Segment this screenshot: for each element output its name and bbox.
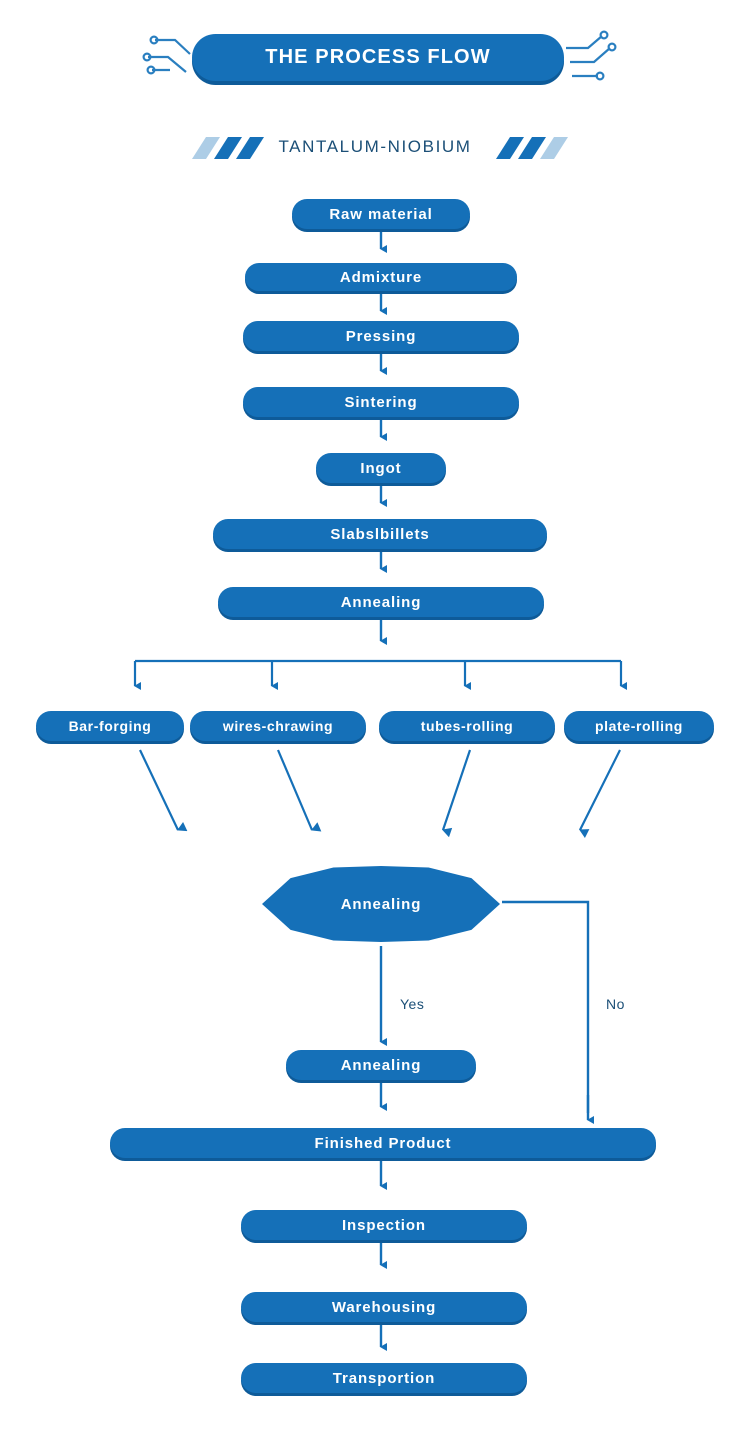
node-bar-forging: Bar-forging <box>36 711 184 741</box>
no-branch <box>502 900 594 1124</box>
node-ingot: Ingot <box>316 453 446 483</box>
node-raw-material: Raw material <box>292 199 470 229</box>
edge-label-no: No <box>606 996 625 1012</box>
subtitle-text: TANTALUM-NIOBIUM <box>278 137 472 156</box>
node-annealing-1: Annealing <box>218 587 544 617</box>
node-transportion: Transportion <box>241 1363 527 1393</box>
header-left-decoration <box>142 35 191 75</box>
node-wires-chrawing: wires-chrawing <box>190 711 366 741</box>
edge-label-yes: Yes <box>400 996 425 1012</box>
decision-diamond-shape <box>262 866 500 942</box>
node-annealing-decision: Annealing <box>262 866 500 942</box>
node-tubes-rolling: tubes-rolling <box>379 711 555 741</box>
node-inspection: Inspection <box>241 1210 527 1240</box>
page-title: THE PROCESS FLOW <box>265 46 491 68</box>
converging-arrows <box>139 749 621 839</box>
subtitle-banner: TANTALUM-NIOBIUM <box>200 131 550 163</box>
node-plate-rolling: plate-rolling <box>564 711 714 741</box>
header-right-decoration <box>566 30 617 81</box>
node-annealing-2: Annealing <box>286 1050 476 1080</box>
branch-bus <box>133 659 627 690</box>
node-finished-product: Finished Product <box>110 1128 656 1158</box>
node-pressing: Pressing <box>243 321 519 351</box>
node-admixture: Admixture <box>245 263 517 291</box>
decision-label: Annealing <box>340 895 422 913</box>
node-sintering: Sintering <box>243 387 519 417</box>
node-slabs-billets: Slabslbillets <box>213 519 547 549</box>
node-warehousing: Warehousing <box>241 1292 527 1322</box>
page-title-banner: THE PROCESS FLOW <box>192 34 564 81</box>
